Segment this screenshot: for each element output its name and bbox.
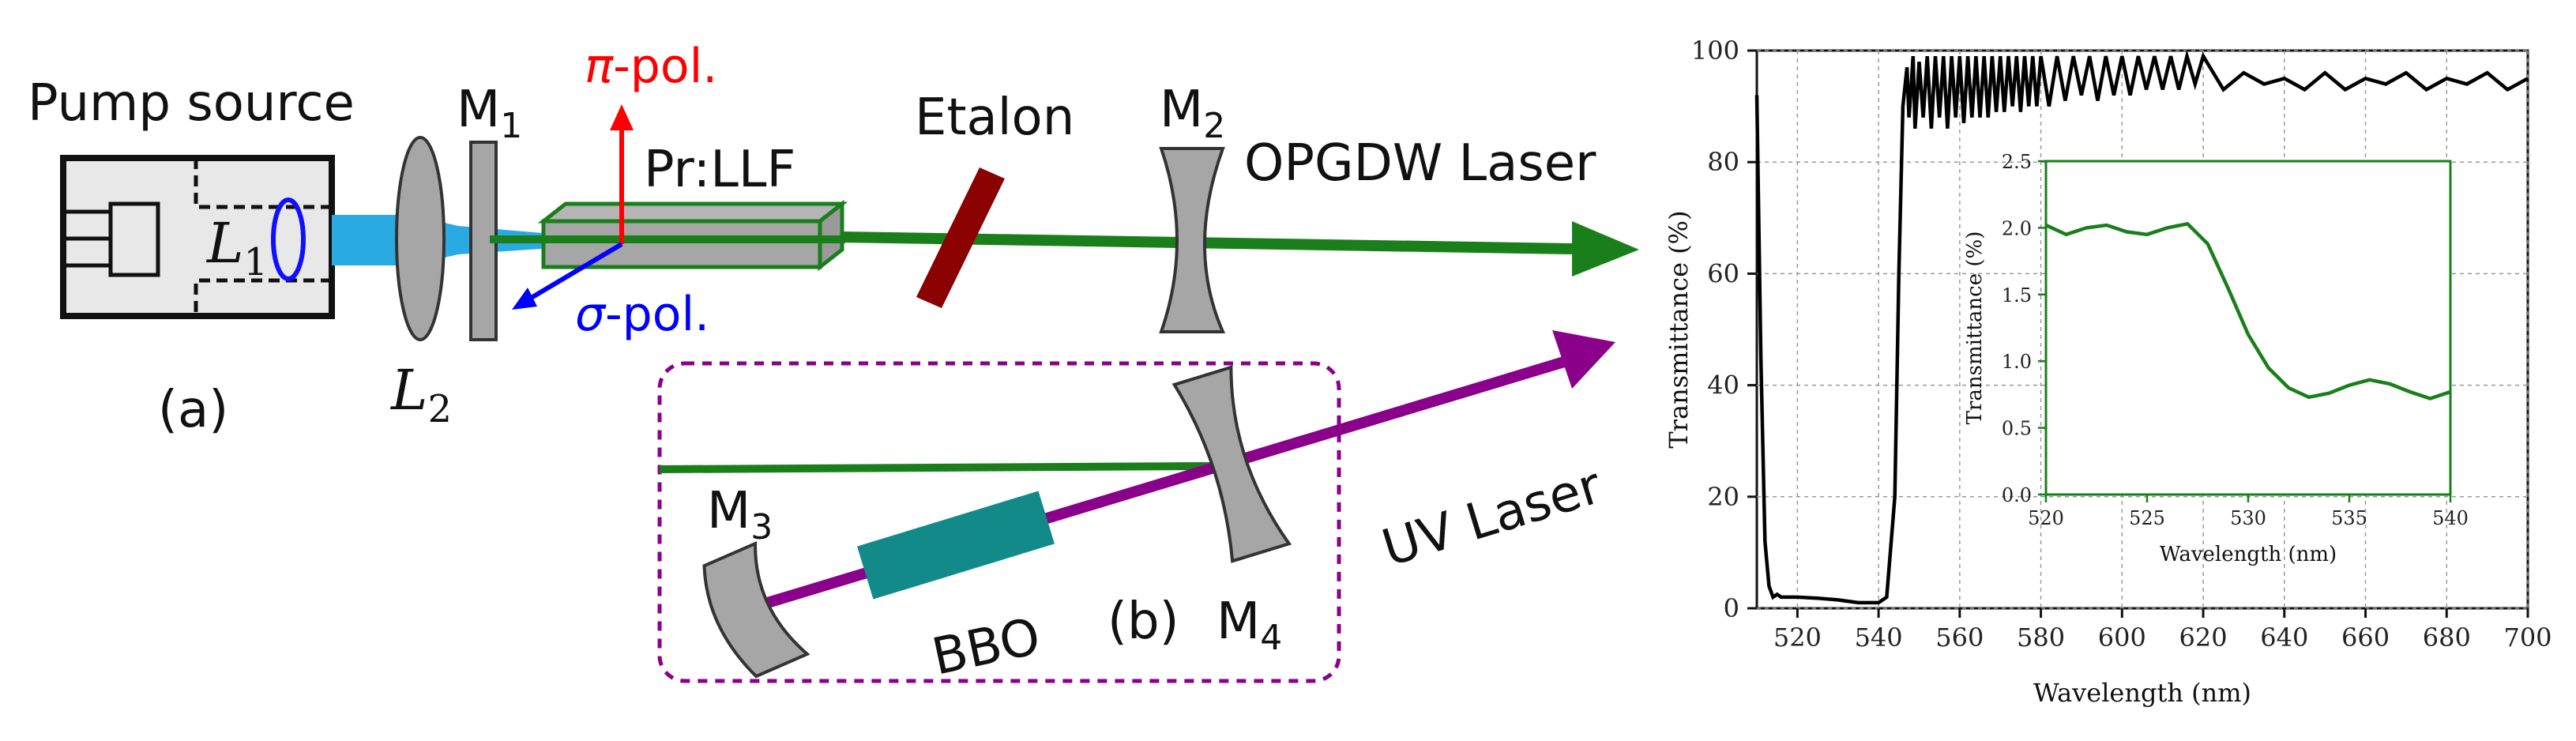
mirror4-label: M4 <box>1217 592 1282 658</box>
lens2-icon <box>395 136 446 341</box>
y-tick-label: 20 <box>1707 482 1739 512</box>
inset-y-tick-label: 0.0 <box>2002 484 2032 506</box>
y-tick-label: 60 <box>1707 258 1739 288</box>
lens1-icon <box>271 197 306 281</box>
lens1-label: L1 <box>205 211 268 284</box>
x-tick-label: 540 <box>1855 623 1903 653</box>
mirror1-label: M1 <box>457 81 522 146</box>
uv-cavity-box <box>657 361 1341 683</box>
pi-pol-arrowhead <box>610 104 634 130</box>
sigma-pol-arrow <box>523 242 623 304</box>
x-tick-label: 680 <box>2423 623 2471 653</box>
inset-y-tick-label: 0.5 <box>2002 418 2032 440</box>
x-tick-label: 620 <box>2179 623 2228 653</box>
sigma-pol-arrowhead <box>512 288 537 310</box>
inset-ticks: 520 525 530 535 540 0.0 0.5 1.0 1.5 2.0 2.5 <box>2002 151 2469 529</box>
label-a: (a) <box>158 381 228 439</box>
crystal-label: Pr:LLF <box>644 141 795 199</box>
sigma-pol-label: σ-pol. <box>575 287 709 342</box>
inset-y-tick-label: 2.0 <box>2002 217 2032 239</box>
lens2-label: L2 <box>389 358 452 431</box>
laser-diode-pins <box>63 209 111 268</box>
inset-x-axis-label: Wavelength (nm) <box>2160 543 2337 566</box>
y-tick-label: 0 <box>1724 593 1739 623</box>
inset-y-tick-label: 2.5 <box>2002 151 2032 173</box>
inset-x-tick-label: 540 <box>2432 507 2469 529</box>
laser-diode-body <box>108 201 160 277</box>
mirror3-icon <box>702 541 810 679</box>
x-axis-label: Wavelength (nm) <box>2033 678 2251 708</box>
x-tick-label: 580 <box>2017 623 2065 653</box>
uv-cavity-green-beam <box>659 462 1213 473</box>
inset-x-tick-label: 535 <box>2331 507 2367 529</box>
mirror2-icon <box>1159 147 1226 333</box>
inset-y-tick-label: 1.5 <box>2002 284 2032 307</box>
opgdw-arrowhead <box>1572 221 1639 276</box>
y-tick-label: 40 <box>1707 370 1739 401</box>
inset-plot-area <box>2044 160 2452 496</box>
mirror4-icon <box>1171 365 1292 563</box>
y-tick-label: 100 <box>1691 36 1739 66</box>
crystal-top-face <box>537 201 848 224</box>
pump-source-label: Pump source <box>28 74 355 133</box>
bbo-icon <box>857 491 1055 600</box>
x-tick-label: 600 <box>2098 623 2146 653</box>
inset-x-tick-label: 530 <box>2230 507 2266 529</box>
transmittance-chart: 520 540 560 580 600 620 640 660 680 700 0 20 40 60 80 1… <box>1664 36 2552 708</box>
x-tick-label: 640 <box>2260 623 2308 653</box>
mirror3-label: M3 <box>707 482 773 547</box>
mirror2-label: M2 <box>1160 81 1225 146</box>
inset-y-axis-label: Transmittance (%) <box>1963 231 1987 425</box>
bbo-label: BBO <box>927 607 1045 687</box>
opgdw-laser-label: OPGDW Laser <box>1244 134 1596 193</box>
transmittance-series-line <box>1754 49 2529 605</box>
x-tick-label: 700 <box>2503 623 2552 653</box>
inset-x-tick-label: 520 <box>2028 507 2064 529</box>
pi-pol-label: π-pol. <box>585 39 717 94</box>
inset-x-tick-label: 525 <box>2129 507 2165 529</box>
setup-diagram: L1 Pump source (a) L2 M1 Pr:LLF π-pol. σ… <box>28 39 1639 687</box>
inset-series-line <box>2045 221 2451 401</box>
etalon-icon <box>916 167 1005 308</box>
etalon-label: Etalon <box>915 88 1074 147</box>
x-tick-label: 560 <box>1935 623 1984 653</box>
label-b: (b) <box>1107 592 1179 651</box>
y-tick-label: 80 <box>1707 147 1739 177</box>
y-axis-label: Transmittance (%) <box>1664 210 1694 448</box>
uv-arrowhead <box>1552 330 1615 389</box>
uv-laser-label: UV Laser <box>1375 457 1608 578</box>
chart-ticks: 520 540 560 580 600 620 640 660 680 700 0 20 40 60 80 1… <box>1691 36 2552 653</box>
x-tick-label: 520 <box>1773 623 1822 653</box>
crystal-front-face <box>541 219 822 269</box>
inset-y-tick-label: 1.0 <box>2002 351 2032 373</box>
x-tick-label: 660 <box>2341 623 2390 653</box>
